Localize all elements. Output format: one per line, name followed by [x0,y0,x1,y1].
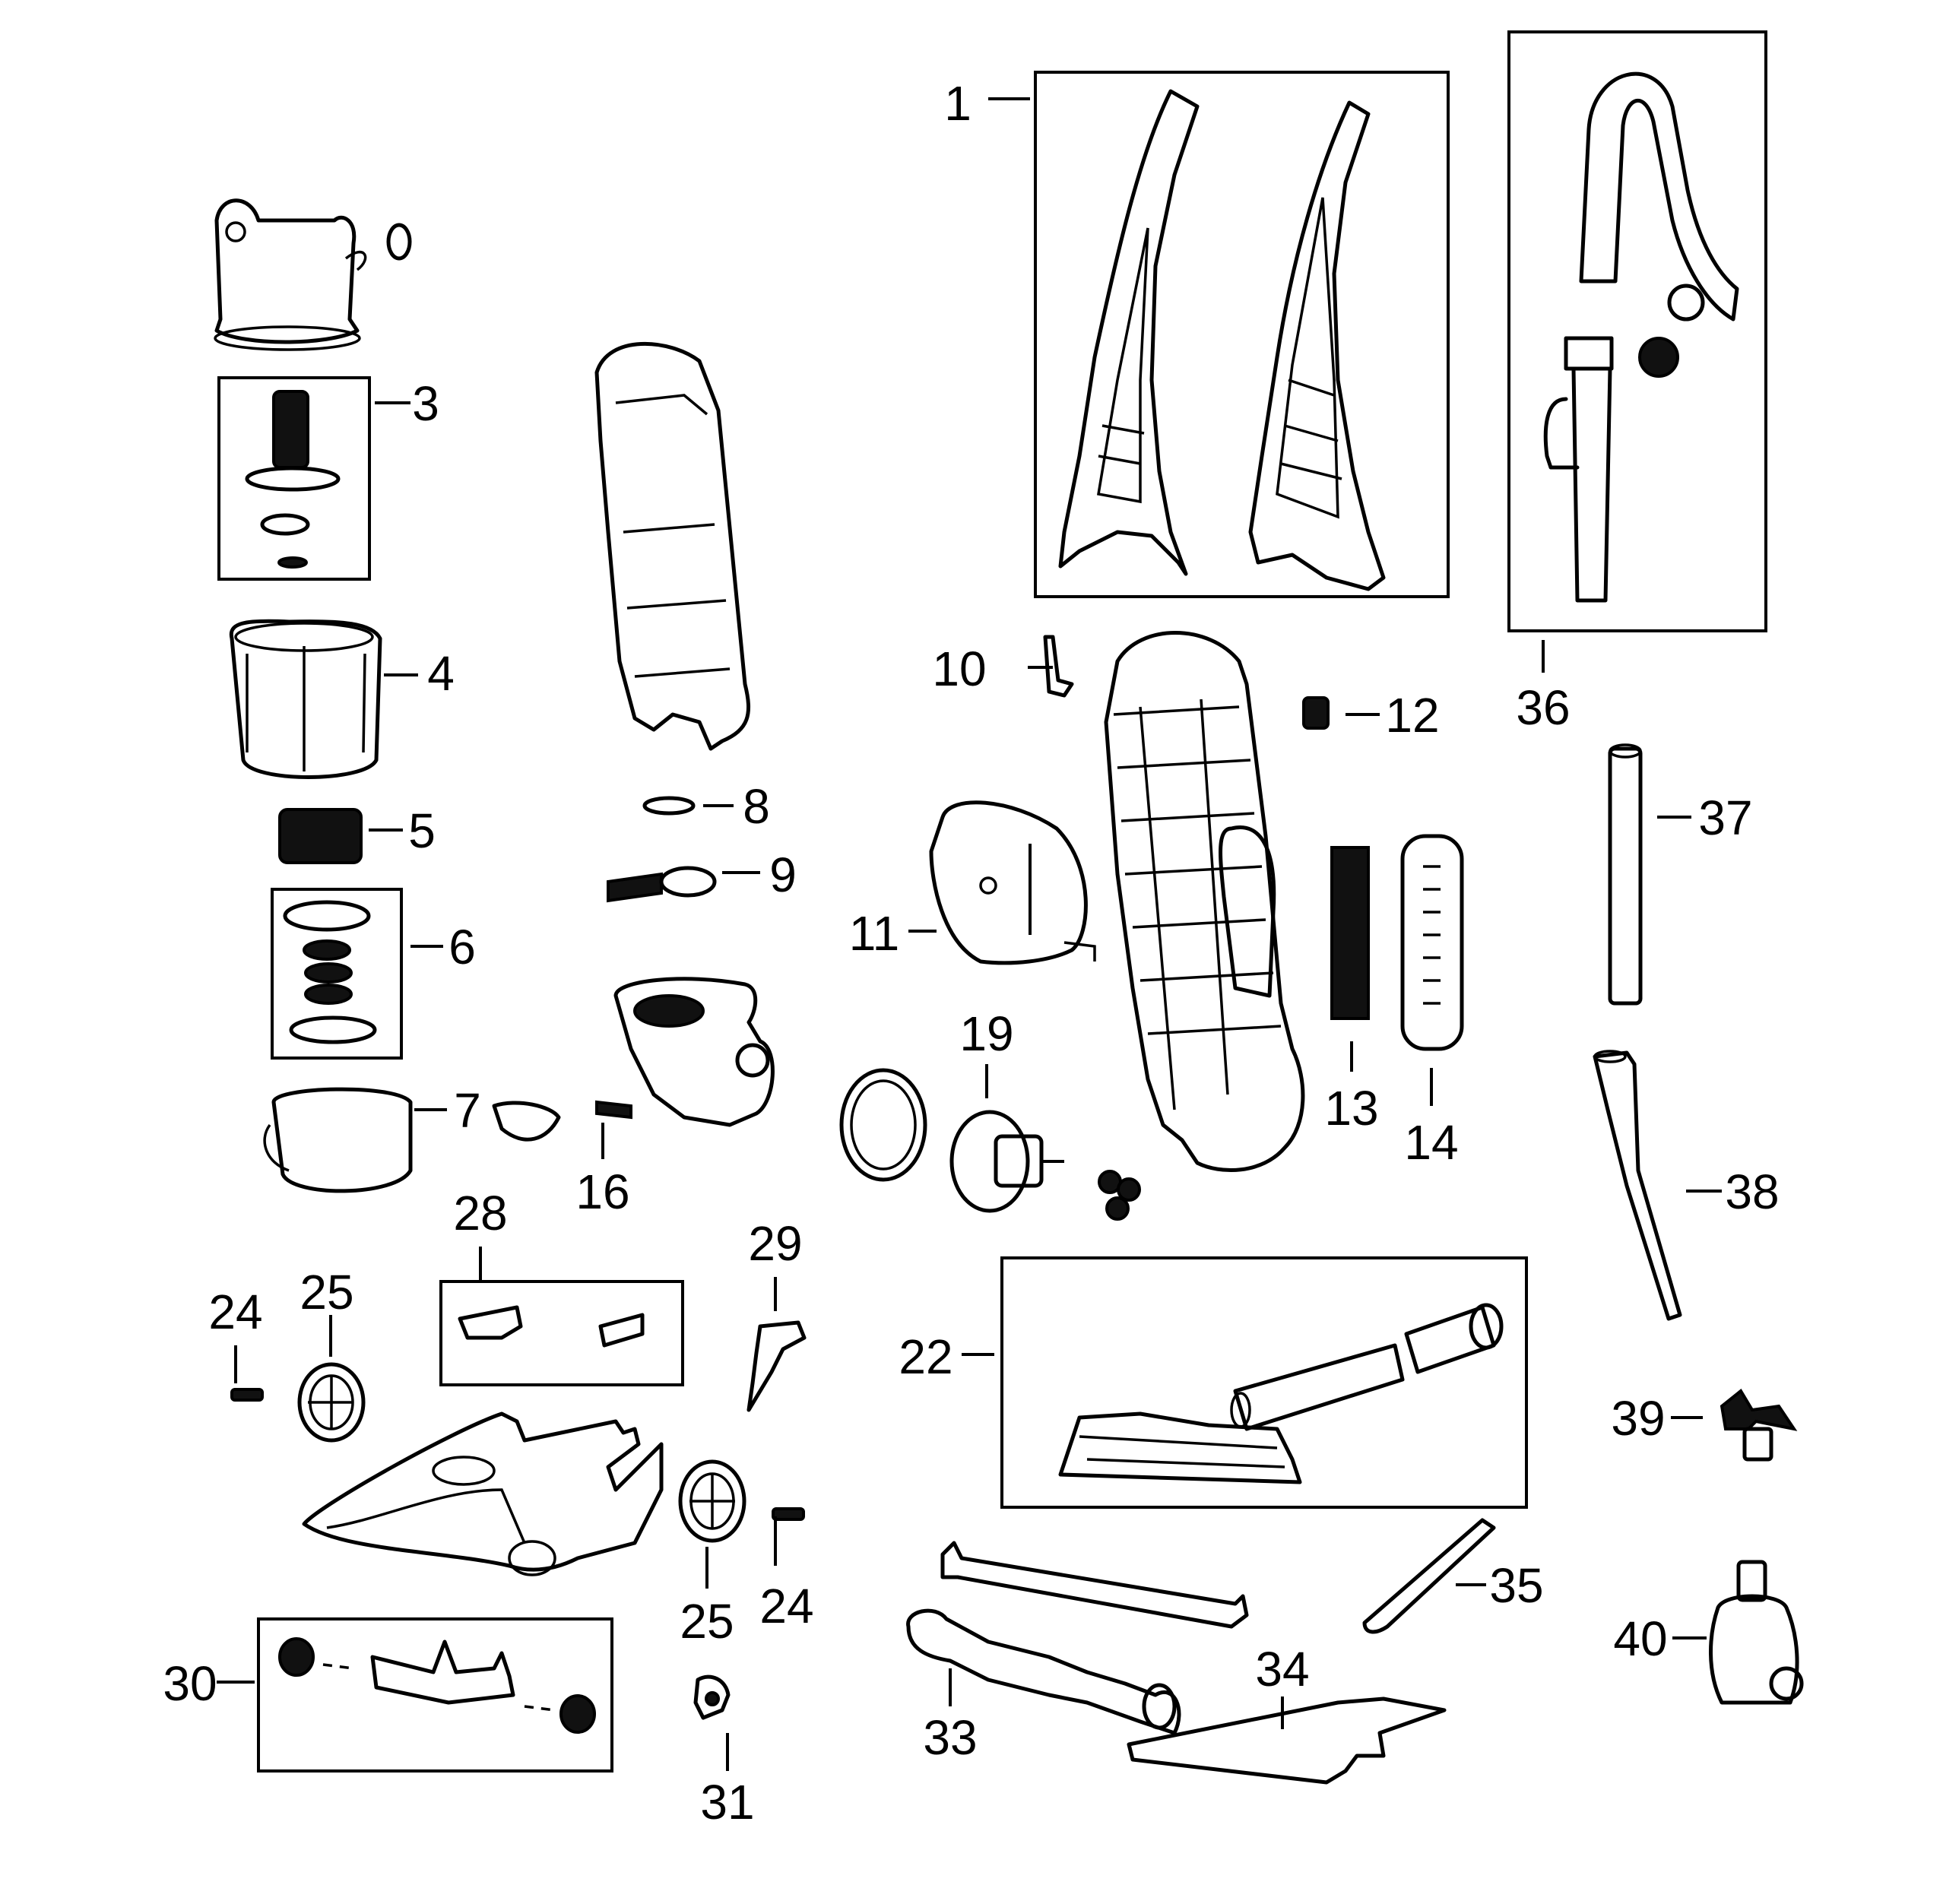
part-22-turbo-tool [1058,1303,1504,1484]
part-25-wheel-right [678,1459,746,1543]
part-24-axle-right [772,1507,805,1521]
part-1-handle-halves [1058,89,1386,591]
part-34-bottom-plate [1127,1696,1447,1785]
label-22: 22 [899,1329,952,1384]
part-35-belt [1362,1518,1496,1634]
part-motor-housing [613,977,775,1127]
label-7: 7 [454,1083,481,1138]
label-40: 40 [1613,1611,1667,1666]
part-10-clip [1043,635,1074,698]
label-31: 31 [700,1775,754,1830]
part-25-wheel-left [297,1362,366,1443]
part-motor-gasket-inner [850,1079,917,1171]
part-motor-bracket [1098,1170,1141,1221]
part-main-body-frame [1104,631,1305,1172]
group-box-bumper [257,1617,613,1773]
label-37: 37 [1698,790,1752,845]
label-9: 9 [769,847,797,902]
part-8-gasket [642,796,696,816]
label-25-left: 25 [300,1265,353,1319]
group-box-filter [217,376,371,581]
part-14-filter-cover [1400,834,1464,1051]
part-base-foot [302,1411,664,1576]
part-9-latch [607,866,717,903]
label-16: 16 [575,1164,629,1219]
label-11: 11 [849,906,899,961]
label-30: 30 [163,1656,217,1711]
part-16-screw [595,1100,632,1120]
part-7-cup-base [263,1087,561,1193]
part-dirt-cup [214,198,412,351]
group-box-wheel-caps [439,1280,684,1386]
part-5-foam-filter [278,808,363,864]
part-29-pedal [746,1320,807,1412]
label-35: 35 [1489,1558,1543,1613]
part-3-filter [245,390,341,569]
label-3: 3 [412,376,439,431]
label-4: 4 [427,646,455,701]
part-40-upholstery-tool [1709,1560,1804,1705]
label-8: 8 [743,779,770,834]
label-10: 10 [932,642,986,696]
label-34: 34 [1255,1642,1309,1696]
group-box-hose [1507,30,1767,632]
label-24-left: 24 [208,1285,262,1339]
part-37-extension-wand [1608,743,1643,1006]
part-28-cap-a [458,1305,523,1340]
label-38: 38 [1725,1164,1779,1219]
part-12-switch [1302,696,1330,730]
part-brush-bar [940,1541,1249,1629]
label-25-right: 25 [680,1594,734,1649]
part-19-motor [949,1110,1064,1213]
part-31-release [693,1674,731,1720]
label-36: 36 [1516,680,1570,735]
label-24-right: 24 [759,1579,813,1633]
label-12: 12 [1385,688,1439,743]
label-33: 33 [923,1710,977,1765]
part-24-axle-left [230,1388,264,1402]
label-19: 19 [959,1006,1013,1061]
part-28-cap-b [598,1313,645,1348]
label-14: 14 [1404,1115,1458,1170]
part-39-dusting-brush [1720,1389,1798,1462]
group-box-handle [1034,71,1450,598]
label-5: 5 [408,803,436,858]
label-1: 1 [944,76,972,131]
part-labels: 1 3 4 5 6 7 8 9 10 11 12 13 14 16 19 22 … [163,76,1779,1830]
label-39: 39 [1611,1391,1665,1446]
part-38-crevice-tool [1593,1050,1682,1321]
label-6: 6 [449,920,476,974]
part-33-brushroll [906,1608,1181,1735]
part-36-hose-assembly [1543,71,1739,603]
part-6-cyclone [283,900,377,1044]
part-13-post-filter [1330,846,1370,1020]
label-29: 29 [748,1216,802,1271]
label-28: 28 [453,1186,507,1240]
part-motor-gasket [839,1068,927,1182]
group-box-turbo-tool [1000,1256,1528,1509]
part-upper-body-shell [594,342,751,751]
label-13: 13 [1324,1081,1378,1136]
part-11-cord-reel [929,800,1096,965]
part-30-bumper [278,1637,596,1734]
part-4-cup-housing [229,619,382,779]
leader-lines [217,97,1722,1771]
group-box-cyclone [271,888,403,1060]
